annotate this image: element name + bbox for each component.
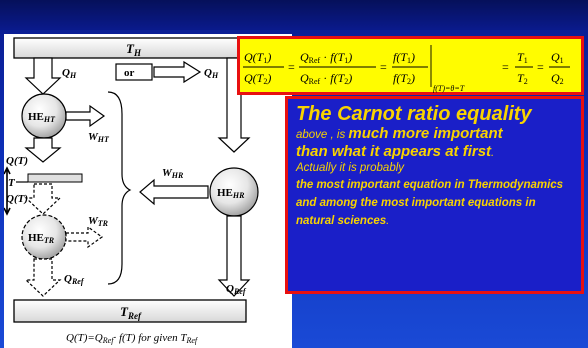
eq-equals-4: =: [537, 60, 544, 74]
note-line-3a: than what it appears at first: [296, 143, 492, 160]
eq-num-5: Q1: [551, 50, 564, 65]
q-h-label-right: QH: [204, 67, 219, 80]
q-t-arrow-upper: [24, 137, 62, 163]
title-band: [0, 0, 588, 30]
work-brace: [107, 91, 132, 285]
w-hr-arrow: [139, 178, 209, 206]
or-arrow: [153, 60, 202, 84]
note-line-2b: much more important: [348, 125, 503, 142]
eq-num-3: f(T1): [393, 50, 415, 65]
eq-num-4: T1: [517, 50, 528, 65]
t-plate: [27, 173, 83, 183]
w-hr-label: WHR: [162, 167, 184, 180]
q-h-label-left: QH: [62, 67, 77, 80]
q-ref-label-right: QRef: [226, 283, 247, 296]
note-line-2: above , is much more important: [296, 125, 573, 143]
w-tr-arrow: [65, 225, 104, 249]
w-ht-label: WHT: [88, 131, 110, 144]
note-line-3: than what it appears at first.: [296, 143, 573, 161]
q-t-double-arrow: [4, 166, 11, 216]
q-t-arrow-lower: [24, 183, 62, 215]
ref-reservoir-bar: [13, 299, 247, 323]
note-line-4: Actually it is probably: [296, 162, 405, 174]
he-hr-label: HEHR: [217, 187, 245, 200]
note-line-5-text: the most important equation in Thermodyn…: [296, 179, 564, 227]
q-ref-arrow-left: [24, 258, 62, 297]
note-line-2a: above , is: [296, 129, 349, 141]
note-line-3b: .: [491, 147, 495, 159]
eq-num-2: QRef · f(T1): [300, 50, 352, 65]
note-line-5-end: .: [386, 215, 390, 227]
eq-den-4: T2: [517, 71, 528, 86]
note-line-5: the most important equation in Thermodyn…: [296, 175, 573, 229]
q-t-label-upper: Q(T): [6, 155, 28, 167]
q-t-label-lower: Q(T): [6, 193, 28, 205]
eq-den-2: QRef · f(T2): [300, 71, 352, 86]
note-heading: The Carnot ratio equality: [296, 103, 532, 125]
q-ref-label-left: QRef: [64, 273, 85, 286]
eq-equals-3: =: [502, 60, 509, 74]
carnot-note-box: The Carnot ratio equality above , is muc…: [285, 96, 584, 294]
q-ref-arrow-right: [217, 215, 251, 297]
or-box: [115, 63, 153, 81]
carnot-equation-box: Q(T1) Q(T2) = QRef · f(T1) QRef · f(T2) …: [237, 36, 584, 95]
diagram-caption: Q(T)=QRef· f(T) for given TRef: [66, 332, 199, 345]
he-ht-label: HEHT: [28, 111, 56, 124]
eq-den-3: f(T2): [393, 71, 415, 86]
or-label: or: [124, 67, 135, 79]
eq-equals-1: =: [288, 60, 295, 74]
he-tr-label: HETR: [28, 232, 55, 245]
eq-equals-2: =: [380, 60, 387, 74]
eq-num-1: Q(T1): [244, 50, 271, 65]
w-tr-label: WTR: [88, 215, 109, 228]
eq-den-1: Q(T2): [244, 71, 271, 86]
eq-eval-sub: f(T)=θ=T: [433, 84, 465, 93]
eq-den-5: Q2: [551, 71, 564, 86]
q-h-arrow-left: [24, 57, 62, 95]
t-label: T: [8, 177, 16, 189]
w-ht-arrow: [65, 104, 106, 128]
